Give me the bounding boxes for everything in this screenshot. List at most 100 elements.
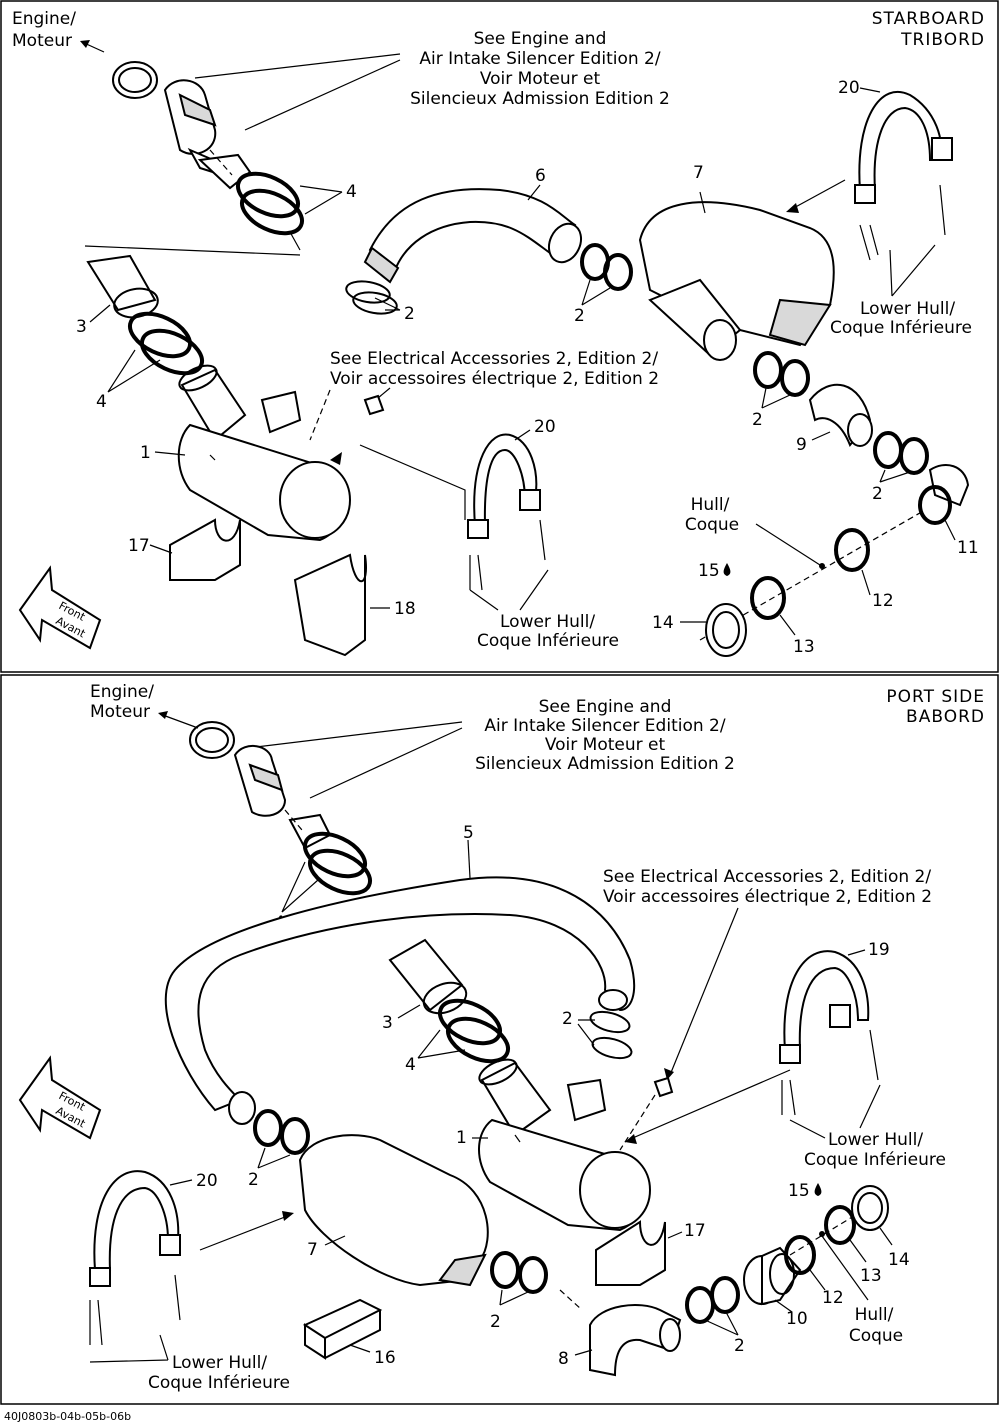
port-hull-leader [821, 1235, 869, 1301]
starboard-resonator-7 [638, 201, 835, 361]
starboard-header-line1: STARBOARD [872, 9, 985, 29]
starboard-see-engine-line3: Voir Moteur et [480, 69, 601, 89]
port-lower-hull-b-line2: Coque Inférieure [148, 1373, 290, 1393]
starboard-see-electrical-line2: Voir accessoires électrique 2, Edition 2 [330, 369, 659, 389]
port-num-5: 5 [463, 823, 474, 843]
port-leader-3 [397, 1004, 421, 1019]
starboard-lower-hull-a-line1: Lower Hull/ [860, 299, 955, 319]
starboard-leader-9 [811, 431, 831, 441]
starboard-sleeve-3 [86, 254, 159, 319]
starboard-lower-hull-b-line1: Lower Hull/ [500, 612, 595, 632]
starboard-engine-label-line2: Moteur [12, 31, 72, 51]
port-panel: PORT SIDE BABORD Engine/ Moteur See Engi… [18, 682, 985, 1393]
starboard-see-electrical-line1: See Electrical Accessories 2, Edition 2/ [330, 349, 658, 369]
port-block-16 [302, 1298, 383, 1360]
port-resonator-7 [298, 1134, 489, 1287]
port-num-16: 16 [374, 1348, 396, 1368]
starboard-ring-12 [834, 528, 870, 572]
starboard-leader-11 [944, 519, 956, 541]
port-strap-to-box [199, 1214, 291, 1251]
port-leader-7 [324, 1235, 346, 1246]
starboard-hull-leader [755, 523, 821, 566]
port-clamps-4-upper [303, 831, 372, 896]
starboard-num-2-upper: 2 [574, 306, 585, 326]
port-muffler-arrow [627, 1069, 791, 1141]
port-see-engine-line2: Air Intake Silencer Edition 2/ [484, 716, 725, 736]
port-nozzle-10 [743, 1246, 802, 1306]
starboard-num-17: 17 [128, 536, 150, 556]
starboard-num-14: 14 [652, 613, 674, 633]
starboard-panel: STARBOARD TRIBORD Engine/ Moteur See Eng… [12, 9, 985, 657]
starboard-front-arrow: Front Avant [18, 565, 102, 650]
port-leader-12 [809, 1269, 826, 1291]
port-header-line1: PORT SIDE [886, 687, 985, 707]
starboard-num-7: 7 [693, 163, 704, 183]
port-hull-line2: Coque [849, 1326, 903, 1346]
starboard-lower-hull-b-leaders [469, 569, 549, 611]
port-hull-line1: Hull/ [855, 1305, 894, 1325]
port-muffler-arrowhead [625, 1134, 637, 1144]
starboard-see-engine-leaders [194, 53, 401, 131]
starboard-num-6: 6 [535, 166, 546, 186]
starboard-strap-20-upper [854, 90, 953, 261]
starboard-clamps-4-upper [236, 171, 304, 236]
starboard-num-18: 18 [394, 599, 416, 619]
port-see-electrical-line1: See Electrical Accessories 2, Edition 2/ [603, 867, 931, 887]
port-clamps-2-top [589, 1010, 633, 1060]
starboard-header-line2: TRIBORD [900, 30, 985, 50]
starboard-engine-label-line1: Engine/ [12, 9, 76, 29]
port-ring-13 [824, 1205, 856, 1245]
starboard-see-engine-line4: Silencieux Admission Edition 2 [410, 89, 670, 109]
starboard-sensor [363, 394, 385, 416]
port-intake-assembly [189, 721, 332, 850]
port-leader-17 [667, 1231, 683, 1239]
port-num-2-top: 2 [562, 1009, 573, 1029]
starboard-leader-1 [154, 451, 186, 456]
starboard-num-4-upper: 4 [346, 182, 357, 202]
starboard-leader-3 [89, 304, 111, 323]
port-engine-label-line2: Moteur [90, 702, 150, 722]
starboard-num-3: 3 [76, 317, 87, 337]
starboard-num-20-upper: 20 [838, 78, 860, 98]
starboard-muffler-arrowhead [330, 452, 342, 465]
port-support-17 [595, 1220, 666, 1286]
starboard-num-1: 1 [140, 443, 151, 463]
starboard-leader-6 [527, 184, 541, 201]
port-clamps-2-left [253, 1109, 310, 1155]
starboard-strap-20-lower [467, 433, 546, 591]
port-header-line2: BABORD [906, 707, 985, 727]
starboard-dash-2 [309, 389, 331, 441]
port-see-electrical-line2: Voir accessoires électrique 2, Edition 2 [603, 887, 932, 907]
starboard-leader-20-lower [514, 429, 531, 441]
starboard-intake-assembly [112, 61, 252, 190]
port-num-4-lower: 4 [405, 1055, 416, 1075]
port-electrical-leader [669, 907, 739, 1076]
port-leader-2-bottom-right [704, 1311, 739, 1336]
port-leader-8 [574, 1349, 593, 1356]
port-nozzle-14 [851, 1185, 889, 1231]
starboard-leader-12 [861, 569, 871, 596]
port-num-2-left: 2 [248, 1170, 259, 1190]
starboard-box-arrowhead [786, 203, 799, 213]
port-num-19: 19 [868, 940, 890, 960]
starboard-hull-line1: Hull/ [691, 495, 730, 515]
port-num-14: 14 [888, 1250, 910, 1270]
starboard-clamps-2-middle [345, 280, 398, 315]
starboard-hull-line2: Coque [685, 515, 739, 535]
starboard-support-17 [169, 518, 241, 581]
starboard-droplet-icon [723, 563, 731, 576]
port-hull-dot [819, 1231, 825, 1237]
starboard-num-15: 15 [698, 561, 720, 581]
port-num-1: 1 [456, 1128, 467, 1148]
port-lower-hull-a-line2: Coque Inférieure [804, 1150, 946, 1170]
port-leader-4-lower [417, 1029, 466, 1059]
port-strap-19 [779, 950, 879, 1116]
starboard-see-engine-line2: Air Intake Silencer Edition 2/ [419, 49, 660, 69]
port-leader-19 [847, 949, 866, 956]
port-see-engine-line1: See Engine and [539, 697, 672, 717]
port-num-3: 3 [382, 1013, 393, 1033]
port-leader-2-left [257, 1147, 291, 1169]
port-num-10: 10 [786, 1309, 808, 1329]
port-leader-14 [879, 1227, 893, 1246]
